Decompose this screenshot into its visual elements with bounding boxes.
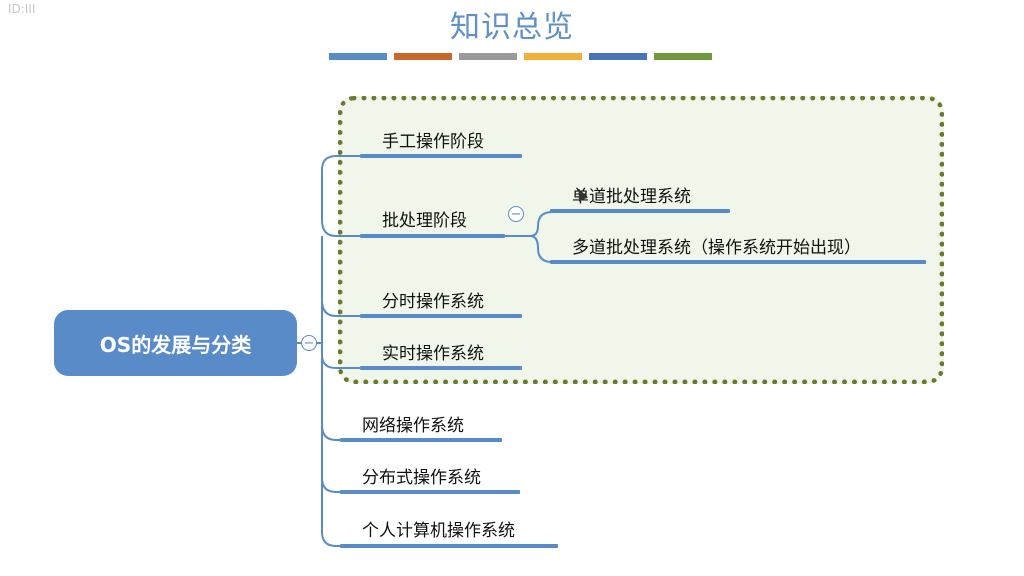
branch-personal-label[interactable]: 个人计算机操作系统 [362, 521, 515, 541]
page-title: 知识总览 [450, 10, 574, 45]
sub-branch-multi-batch-underline [550, 260, 926, 264]
color-bar-3 [459, 53, 517, 60]
collapse-icon: − [303, 335, 315, 351]
branch-network-label[interactable]: 网络操作系统 [362, 416, 464, 436]
sub-branch-multi-batch-label[interactable]: 多道批处理系统（操作系统开始出现） [572, 238, 861, 258]
branch-real-time-label[interactable]: 实时操作系统 [382, 344, 484, 364]
color-bar-6 [654, 53, 712, 60]
color-bar-4 [524, 53, 582, 60]
branch-batch-underline [360, 234, 505, 238]
watermark-text: ID:III [8, 2, 36, 16]
color-bar-2 [394, 53, 452, 60]
batch-collapse-toggle[interactable]: − [508, 206, 524, 222]
branch-personal-underline [340, 544, 558, 548]
branch-manual-label[interactable]: 手工操作阶段 [382, 132, 484, 152]
branch-real-time-underline [360, 366, 522, 370]
branch-distributed-label[interactable]: 分布式操作系统 [362, 468, 481, 488]
branch-time-sharing-underline [360, 314, 522, 318]
sub-branch-single-batch-label[interactable]: 单道批处理系统 [572, 187, 691, 207]
root-node[interactable]: OS的发展与分类 [54, 310, 297, 376]
collapse-icon: − [510, 206, 522, 222]
root-collapse-toggle[interactable]: − [301, 335, 317, 351]
branch-time-sharing-label[interactable]: 分时操作系统 [382, 292, 484, 312]
branch-manual-underline [360, 154, 522, 158]
branch-distributed-underline [340, 490, 520, 494]
color-bar-1 [329, 53, 387, 60]
color-bar-5 [589, 53, 647, 60]
branch-network-underline [340, 438, 502, 442]
root-node-label: OS的发展与分类 [99, 332, 252, 357]
branch-batch-label[interactable]: 批处理阶段 [382, 211, 467, 231]
highlight-group-box [338, 96, 944, 384]
sub-branch-single-batch-underline [550, 209, 730, 213]
